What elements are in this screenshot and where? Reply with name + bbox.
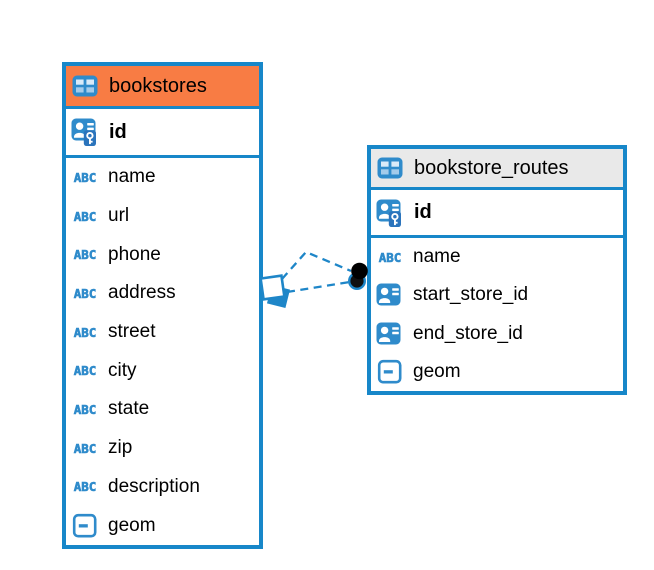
text-type-icon: ABC	[73, 324, 97, 340]
column-label: zip	[108, 437, 133, 459]
column-label: id	[414, 201, 432, 223]
column-row-id[interactable]: id	[371, 190, 623, 238]
relationship-line[interactable]	[286, 280, 351, 294]
table-bookstores[interactable]: bookstores id ABC name ABC url ABC phone…	[62, 62, 263, 549]
text-type-icon: ABC	[73, 440, 97, 456]
column-label: start_store_id	[413, 284, 529, 306]
column-label: address	[108, 282, 176, 304]
column-label: geom	[108, 514, 156, 536]
text-type-icon: ABC	[73, 208, 97, 224]
table-bookstore-routes[interactable]: bookstore_routes id ABC name start_store…	[367, 145, 627, 395]
text-type-icon: ABC	[73, 285, 97, 302]
column-row[interactable]: ABC city	[66, 351, 259, 390]
text-type-icon: ABC	[73, 479, 97, 495]
column-row[interactable]: ABC state	[66, 390, 259, 429]
column-row[interactable]: start_store_id	[371, 276, 623, 314]
text-type-icon: ABC	[73, 363, 97, 379]
table-title: bookstore_routes	[414, 156, 569, 179]
column-row[interactable]: ABC url	[66, 197, 259, 236]
column-row-id[interactable]: id	[66, 109, 259, 158]
one-end-marker[interactable]	[348, 262, 368, 291]
column-row[interactable]: ABC description	[66, 468, 259, 507]
table-title: bookstores	[109, 74, 207, 97]
column-row[interactable]: end_store_id	[371, 315, 623, 353]
column-label: city	[108, 359, 137, 381]
text-type-icon: ABC	[73, 247, 97, 263]
text-type-icon: ABC	[378, 249, 402, 265]
table-bookstores-header[interactable]: bookstores	[66, 66, 259, 109]
column-row[interactable]: ABC name	[371, 238, 623, 276]
many-end-marker[interactable]	[259, 274, 291, 309]
column-label: description	[108, 475, 200, 497]
column-row[interactable]: ABC street	[66, 313, 259, 352]
column-label: url	[108, 205, 130, 227]
column-label: phone	[108, 243, 161, 265]
text-type-icon: ABC	[73, 401, 97, 418]
column-row[interactable]: ABC address	[66, 274, 259, 313]
relationship-line[interactable]	[281, 250, 352, 280]
table-bookstore-routes-header[interactable]: bookstore_routes	[371, 149, 623, 190]
column-label: name	[108, 166, 156, 188]
column-row[interactable]: ABC zip	[66, 429, 259, 468]
column-label: state	[108, 398, 150, 420]
column-row[interactable]: geom	[66, 506, 259, 545]
column-row[interactable]: geom	[371, 353, 623, 391]
text-type-icon: ABC	[73, 169, 97, 186]
column-label: geom	[413, 361, 461, 383]
column-row[interactable]: ABC name	[66, 158, 259, 197]
column-label: name	[413, 246, 461, 268]
column-label: id	[109, 120, 127, 143]
column-row[interactable]: ABC phone	[66, 235, 259, 274]
column-label: end_store_id	[413, 322, 523, 344]
column-label: street	[108, 321, 156, 343]
